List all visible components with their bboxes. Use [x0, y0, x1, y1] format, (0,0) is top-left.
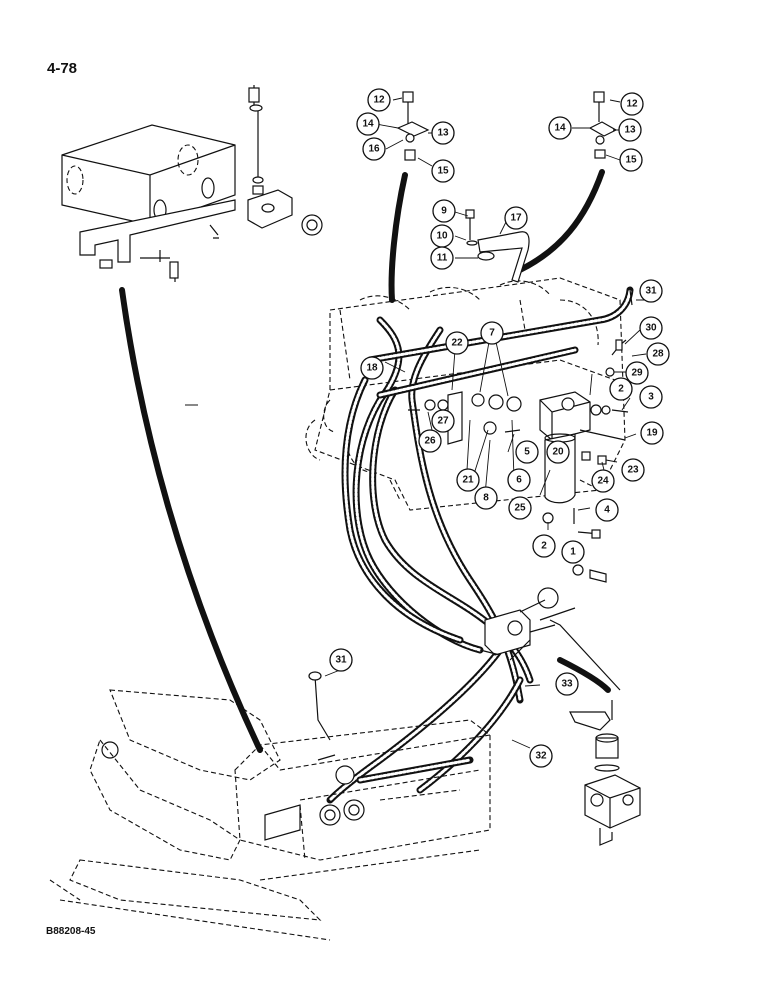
svg-text:12: 12	[373, 95, 385, 106]
callout-8: 8	[474, 486, 498, 510]
svg-text:18: 18	[366, 363, 378, 374]
callout-22: 22	[445, 331, 469, 355]
cab-console	[49, 671, 491, 941]
svg-text:13: 13	[437, 128, 449, 139]
svg-text:33: 33	[561, 679, 573, 690]
callout-7: 7	[480, 321, 504, 345]
callout-3: 3	[639, 385, 663, 409]
callout-31: 31	[639, 279, 663, 303]
svg-text:3: 3	[648, 392, 654, 403]
sender-fittings	[572, 329, 647, 583]
callout-2: 2	[532, 534, 556, 558]
svg-text:12: 12	[626, 99, 638, 110]
svg-text:14: 14	[362, 119, 374, 130]
svg-text:16: 16	[368, 144, 380, 155]
callout-2: 2	[609, 377, 633, 401]
callout-5: 5	[515, 440, 539, 464]
callout-24: 24	[591, 469, 615, 493]
mount-indicator-right	[517, 169, 605, 273]
svg-text:31: 31	[335, 655, 347, 666]
svg-text:21: 21	[462, 475, 474, 486]
svg-text:20: 20	[552, 447, 564, 458]
callout-13: 13	[431, 121, 455, 145]
manifold-fittings	[408, 341, 522, 496]
callout-17: 17	[504, 206, 528, 230]
bracket-pipe-assembly	[454, 209, 530, 283]
callout-14: 14	[356, 112, 380, 136]
callout-29: 29	[625, 361, 649, 385]
svg-text:26: 26	[424, 436, 436, 447]
callout-26: 26	[418, 429, 442, 453]
svg-text:31: 31	[645, 286, 657, 297]
callout-20: 20	[546, 440, 570, 464]
svg-text:29: 29	[631, 368, 643, 379]
svg-text:25: 25	[514, 503, 526, 514]
svg-text:23: 23	[627, 465, 639, 476]
svg-text:13: 13	[624, 125, 636, 136]
svg-text:7: 7	[489, 328, 495, 339]
svg-text:32: 32	[535, 751, 547, 762]
callout-15: 15	[431, 159, 455, 183]
callout-6: 6	[507, 468, 531, 492]
svg-text:8: 8	[483, 493, 489, 504]
svg-text:24: 24	[597, 476, 609, 487]
svg-text:11: 11	[437, 253, 448, 264]
callout-1: 1	[561, 540, 585, 564]
callout-4: 4	[595, 498, 619, 522]
svg-text:15: 15	[437, 166, 449, 177]
svg-text:9: 9	[441, 206, 447, 217]
svg-text:2: 2	[541, 541, 547, 552]
callout-28: 28	[646, 342, 670, 366]
page-number: 4-78	[47, 60, 78, 77]
svg-text:17: 17	[510, 213, 522, 224]
filter-head-assembly	[557, 657, 641, 846]
svg-text:22: 22	[451, 338, 463, 349]
callout-23: 23	[621, 458, 645, 482]
callout-32: 32	[529, 744, 553, 768]
svg-text:28: 28	[652, 349, 664, 360]
callout-12: 12	[620, 92, 644, 116]
svg-text:15: 15	[625, 155, 637, 166]
svg-text:2: 2	[618, 384, 624, 395]
callout-18: 18	[360, 356, 384, 380]
svg-text:19: 19	[646, 428, 658, 439]
svg-text:5: 5	[524, 447, 530, 458]
callout-9: 9	[432, 199, 456, 223]
callout-13: 13	[618, 118, 642, 142]
leader-lines	[185, 299, 650, 749]
valve-assembly	[479, 587, 621, 691]
callout-30: 30	[639, 316, 663, 340]
svg-text:1: 1	[570, 547, 576, 558]
callout-11: 11	[430, 246, 454, 270]
svg-text:10: 10	[436, 231, 448, 242]
callout-10: 10	[430, 224, 454, 248]
svg-text:4: 4	[604, 505, 610, 516]
engine-block	[305, 277, 626, 511]
callout-33: 33	[555, 672, 579, 696]
callout-15: 15	[619, 148, 643, 172]
mount-indicator-left	[388, 172, 408, 303]
svg-text:6: 6	[516, 475, 522, 486]
callout-27: 27	[431, 409, 455, 433]
mount-hardware-right	[572, 91, 621, 161]
callout-21: 21	[456, 468, 480, 492]
svg-text:14: 14	[554, 123, 566, 134]
svg-text:30: 30	[645, 323, 657, 334]
mount-hardware-left	[375, 91, 433, 167]
callout-14: 14	[548, 116, 572, 140]
callout-31: 31	[329, 648, 353, 672]
callout-12: 12	[367, 88, 391, 112]
callout-19: 19	[640, 421, 664, 445]
control-box-assembly	[61, 85, 323, 753]
drawing-reference-code: B88208-45	[46, 926, 96, 937]
callout-16: 16	[362, 137, 386, 161]
callout-balloons: 12 14 13 16 15 12 14 13 15 9 10 11 17 31…	[329, 88, 670, 768]
callout-25: 25	[508, 496, 532, 520]
svg-text:27: 27	[437, 416, 449, 427]
